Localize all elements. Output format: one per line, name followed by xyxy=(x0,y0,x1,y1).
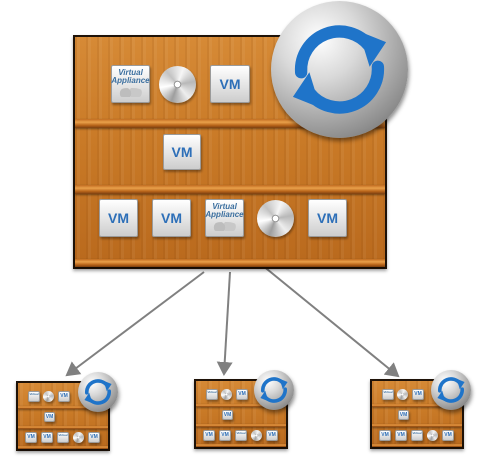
vm-tile: VM xyxy=(308,199,347,237)
tile-label: VM xyxy=(45,413,54,420)
tile-label: VM xyxy=(161,210,182,226)
tile-label: VM xyxy=(444,432,452,438)
vm-tile: VM xyxy=(398,410,409,420)
tile-label: Virtual xyxy=(383,390,393,394)
vm-tile: VM xyxy=(41,432,53,443)
tile-label: VM xyxy=(205,432,213,438)
tile-label: VM xyxy=(221,432,229,438)
sync-icon xyxy=(271,1,408,138)
tile-label: VM xyxy=(414,391,422,397)
disc-icon xyxy=(159,66,196,103)
tile-label: Appliance xyxy=(111,76,150,85)
shelf-board xyxy=(75,185,385,194)
tile-label: Virtual xyxy=(212,202,237,211)
vm-tile: VM xyxy=(379,430,391,441)
shelf-board xyxy=(372,444,462,447)
vm-tile: VM xyxy=(163,134,201,170)
vm-tile: VM xyxy=(44,412,55,422)
arrow-to-right-copy xyxy=(261,264,400,378)
disc-icon xyxy=(43,391,54,402)
gears-icon xyxy=(117,88,144,98)
arrow-to-center-copy xyxy=(216,271,233,376)
tile-label: VM xyxy=(219,76,241,92)
vm-tile: VM xyxy=(266,430,278,441)
shelf-board xyxy=(196,424,286,427)
shelf-board xyxy=(18,406,108,409)
tile-label: VM xyxy=(108,210,129,226)
vm-tile: VM xyxy=(99,199,138,237)
tile-label: VM xyxy=(43,434,51,440)
virtual-appliance-tile: Virtual xyxy=(206,389,218,400)
tile-label: Virtual xyxy=(412,431,422,435)
disc-icon xyxy=(251,430,262,441)
shelf-board xyxy=(196,444,286,447)
vm-tile: VM xyxy=(219,430,231,441)
tile-label: VM xyxy=(27,434,35,440)
vm-tile: VM xyxy=(88,432,100,443)
tile-label: VM xyxy=(171,144,193,160)
tile-label: VM xyxy=(399,411,408,418)
tile-label: Appliance xyxy=(205,210,244,219)
shelf-board xyxy=(196,404,286,407)
tile-label: VM xyxy=(381,432,389,438)
sync-icon xyxy=(431,370,471,410)
vm-tile: VM xyxy=(442,430,454,441)
disc-icon xyxy=(427,430,438,441)
shelf-board xyxy=(18,446,108,449)
disc-icon xyxy=(221,389,232,400)
sync-icon xyxy=(254,370,294,410)
vm-tile: VM xyxy=(203,430,215,441)
vm-tile: VM xyxy=(210,65,250,103)
virtual-appliance-tile: Virtual Appliance xyxy=(111,65,150,103)
disc-icon xyxy=(73,432,84,443)
virtual-appliance-tile: Virtual xyxy=(411,430,423,441)
tile-label: VM xyxy=(317,210,338,226)
vm-tile: VM xyxy=(222,410,233,420)
vm-tile: VM xyxy=(395,430,407,441)
tile-label: Virtual xyxy=(58,433,68,437)
tile-label: Virtual xyxy=(236,431,246,435)
vm-tile: VM xyxy=(412,389,424,400)
disc-icon xyxy=(257,200,294,237)
vm-tile: VM xyxy=(25,432,37,443)
shelf-board xyxy=(18,426,108,429)
vm-tile: VM xyxy=(58,391,70,402)
vm-tile: VM xyxy=(152,199,191,237)
tile-label: Virtual xyxy=(29,392,39,396)
sync-icon xyxy=(78,372,118,412)
copy-shelf-left: Virtual VM VM VM VM Virtual VM xyxy=(16,381,110,451)
tile-label: Virtual xyxy=(118,68,143,77)
tile-label: VM xyxy=(268,432,276,438)
tile-label: VM xyxy=(238,391,246,397)
shelf-board xyxy=(372,404,462,407)
shelf-board xyxy=(75,119,385,128)
vm-tile: VM xyxy=(236,389,248,400)
virtual-appliance-tile: Virtual xyxy=(382,389,394,400)
tile-label: VM xyxy=(223,411,232,418)
shelf-board xyxy=(75,259,385,267)
gears-icon xyxy=(211,222,238,232)
tile-label: VM xyxy=(90,434,98,440)
copy-shelf-right: Virtual VM VM VM VM Virtual VM xyxy=(370,379,464,449)
virtual-appliance-tile: Virtual xyxy=(57,432,69,443)
virtual-appliance-tile: Virtual Appliance xyxy=(205,199,244,237)
tile-label: VM xyxy=(60,393,68,399)
virtual-appliance-tile: Virtual xyxy=(28,391,40,402)
arrow-to-left-copy xyxy=(65,271,205,377)
tile-label: VM xyxy=(397,432,405,438)
disc-icon xyxy=(397,389,408,400)
virtual-appliance-tile: Virtual xyxy=(235,430,247,441)
shelf-board xyxy=(372,424,462,427)
tile-label: Virtual xyxy=(207,390,217,394)
